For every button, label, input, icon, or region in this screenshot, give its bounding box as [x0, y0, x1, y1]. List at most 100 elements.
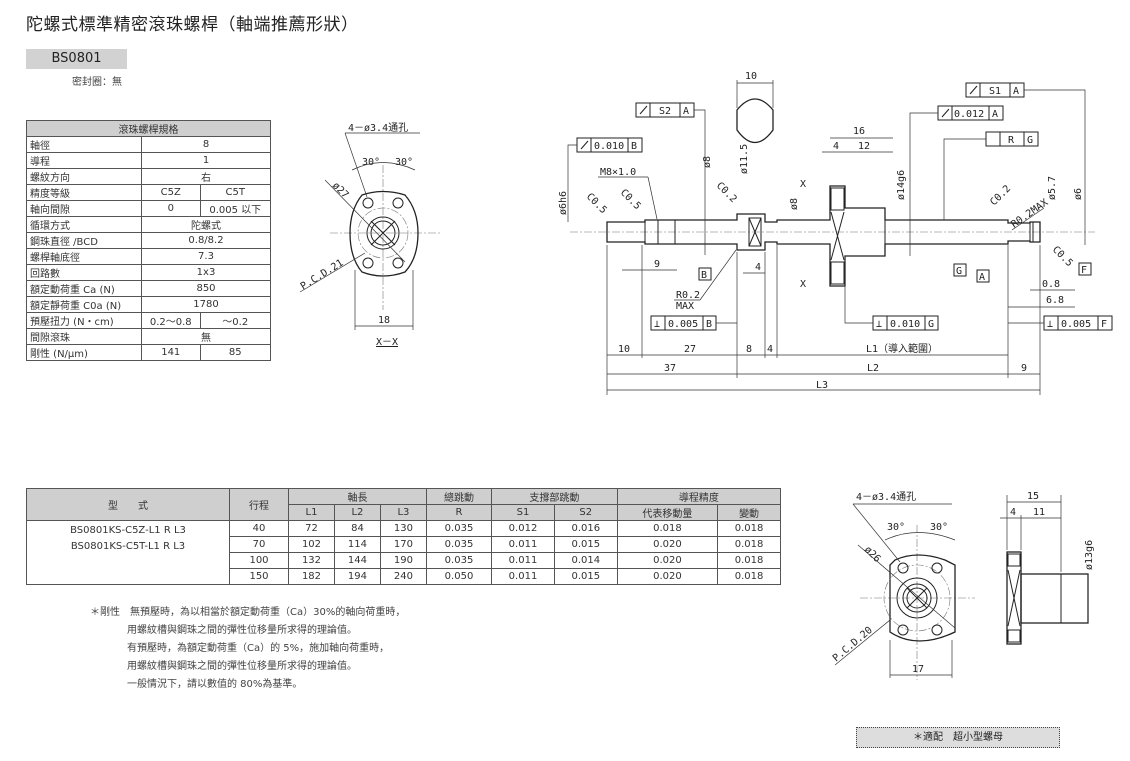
- spec-label: 剛性 (N/μm): [26, 344, 142, 361]
- tol-value: 0.005: [668, 319, 698, 330]
- datum-b: B: [701, 270, 707, 281]
- section-xx-drawing: 4－ø3.4通孔 30° 30° ø27 P.C.D.21 18 X－X: [299, 122, 440, 348]
- dim-label: 15: [1027, 491, 1039, 502]
- note-line: 用螺紋槽與鋼珠之間的彈性位移量所求得的理論值。: [127, 661, 357, 672]
- tol-datum: G: [928, 319, 934, 330]
- perpendicularity-icon: ⊥: [1047, 319, 1053, 330]
- table-cell: 0.050: [425, 568, 493, 585]
- datum-f: F: [1081, 265, 1087, 276]
- dim-label: 16: [853, 126, 865, 137]
- datum-a: A: [979, 272, 985, 283]
- dim-label: 10: [745, 71, 757, 82]
- dim-label: C0.2: [714, 180, 739, 205]
- dim-label: M8×1.0: [600, 167, 636, 178]
- tol-datum: A: [683, 106, 689, 117]
- tol-value: 0.010: [594, 141, 624, 152]
- dim-label: L3: [816, 380, 828, 391]
- sub-header: S1: [491, 504, 555, 521]
- dim-label: ø14g6: [896, 170, 907, 200]
- dim-label: ø26: [862, 544, 883, 565]
- dim-label: 4: [1010, 507, 1016, 518]
- dim-label: P.C.D.21: [299, 258, 346, 293]
- dim-label: 6.8: [1046, 295, 1064, 306]
- spec-value: 1780: [141, 296, 271, 313]
- note-line: 有預壓時，為額定動荷重（Ca）的 5%，施加軸向荷重時，: [127, 643, 390, 654]
- spec-row: 循環方式陀螺式: [26, 216, 271, 233]
- dim-label: ø5.7: [1047, 176, 1058, 200]
- spec-row: 額定靜荷重 C0a (N)1780: [26, 296, 271, 313]
- table-cell: 182: [288, 568, 335, 585]
- tol-value: 0.005: [1061, 319, 1091, 330]
- sub-header: L1: [288, 504, 335, 521]
- tolerance-frame-s1: S1 A: [965, 82, 1086, 245]
- tol-value: S1: [989, 86, 1001, 97]
- dim-label: L2: [867, 363, 879, 374]
- spec-row: 預壓扭力 (N・cm)0.2～0.8～0.2: [26, 312, 271, 329]
- table-cell: 114: [333, 536, 381, 553]
- dim-label: 0.8: [1042, 279, 1060, 290]
- model-label: BS0801: [26, 49, 127, 69]
- dim-label: 11: [1033, 507, 1045, 518]
- dim-label: 30°: [887, 522, 905, 533]
- dim-label: C0.5: [584, 191, 609, 216]
- datum-g: G: [956, 266, 962, 277]
- dim-label: 9: [1021, 363, 1027, 374]
- note-line: 無預壓時，為以相當於額定動荷重（Ca）30%的軸向荷重時，: [130, 607, 406, 618]
- seal-info: 密封圈：無: [72, 77, 122, 88]
- sub-header: L3: [379, 504, 427, 521]
- tol-value: 0.010: [890, 319, 920, 330]
- dim-label: ø8: [789, 198, 800, 210]
- fit-note: ＊適配 超小型螺母: [856, 727, 1060, 748]
- dim-label: 10: [618, 344, 630, 355]
- tolerance-frame-010b: 0.010 B: [567, 137, 643, 222]
- table-cell: 0.020: [616, 568, 719, 585]
- dim-label: ø11.5: [739, 144, 750, 174]
- dim-label: 4: [833, 141, 839, 152]
- perpendicularity-icon: ⊥: [654, 319, 660, 330]
- col-lead-accuracy: 導程精度: [616, 488, 782, 505]
- dim-label: ø6h6: [558, 191, 569, 215]
- col-support-runout: 支撐部跳動: [491, 488, 618, 505]
- notes-label: ＊剛性: [90, 607, 120, 618]
- dim-label: L1（導入範圍）: [866, 342, 938, 355]
- dim-label: ø6: [1073, 188, 1084, 200]
- dim-label: P.C.D.20: [831, 625, 875, 664]
- dim-label: 4: [767, 344, 773, 355]
- tolerance-frame-s2: S2 A: [635, 102, 706, 255]
- tol-datum: A: [1013, 86, 1019, 97]
- tol-datum: B: [706, 319, 712, 330]
- dim-label: 8: [746, 344, 752, 355]
- tol-value: S2: [659, 106, 671, 117]
- dim-label: R0.2: [676, 290, 700, 301]
- stiffness-notes: ＊剛性 無預壓時，為以相當於額定動荷重（Ca）30%的軸向荷重時， 用螺紋槽與鋼…: [90, 604, 405, 694]
- dim-label: C0.5: [1050, 244, 1075, 269]
- model-code: BS0801KS-C5T-L1 R L3: [70, 541, 186, 552]
- nut-drawing: 4－ø3.4通孔 30° 30° ø26 P.C.D.20 17 15 4 11…: [831, 491, 1095, 680]
- col-total-runout: 總跳動: [425, 488, 493, 505]
- dim-label: ø8: [702, 156, 713, 168]
- dim-label: 17: [912, 664, 924, 675]
- spec-value: 85: [199, 344, 271, 361]
- dim-label: 4－ø3.4通孔: [856, 491, 916, 503]
- dim-label: 30°: [930, 522, 948, 533]
- tol-datum: B: [631, 141, 637, 152]
- dim-label: C0.2: [988, 183, 1013, 208]
- dim-label: 30°: [395, 157, 413, 168]
- sub-header: 代表移動量: [616, 504, 719, 521]
- tol-datum: G: [1027, 135, 1033, 146]
- sub-header: R: [425, 504, 493, 521]
- dim-label: 37: [664, 363, 676, 374]
- dim-label: 18: [378, 315, 390, 326]
